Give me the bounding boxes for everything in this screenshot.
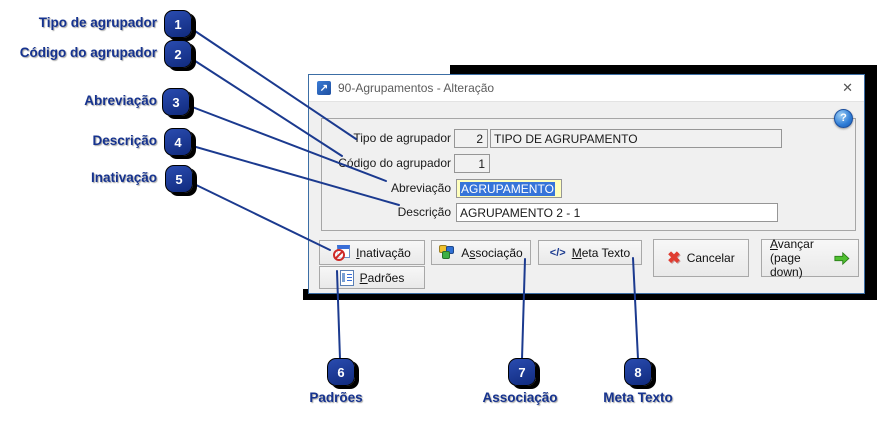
callout-label-associacao: Associação	[482, 390, 558, 405]
cubes-icon	[439, 245, 455, 260]
field-label-tipo-de-agrupador: Tipo de agrupador	[353, 131, 451, 145]
code-icon: </>	[549, 246, 566, 259]
abreviacao-input[interactable]: AGRUPAMENTO	[456, 179, 562, 198]
inativacao-label: Inativação	[356, 245, 411, 260]
title-bar[interactable]: ↗ 90-Agrupamentos - Alteração ✕	[309, 75, 864, 102]
field-label-codigo-do-agrupador: Código do agrupador	[338, 156, 451, 170]
green-arrow-icon	[834, 251, 850, 265]
callout-badge-3: 3	[162, 88, 190, 116]
shadow-top	[450, 65, 877, 75]
callout-badge-4: 4	[164, 128, 192, 156]
associacao-button[interactable]: Associação	[431, 240, 531, 265]
shadow-right	[862, 65, 877, 300]
callout-badge-6: 6	[327, 358, 355, 386]
close-icon[interactable]: ✕	[842, 80, 853, 95]
field-label-abreviacao: Abreviação	[390, 181, 451, 195]
callout-badge-2: 2	[164, 40, 192, 68]
tipo-description-field[interactable]: TIPO DE AGRUPAMENTO	[490, 129, 782, 148]
dialog-agrupamentos-alteracao: ↗ 90-Agrupamentos - Alteração ✕ ? Tipo d…	[308, 74, 865, 294]
callout-badge-1: 1	[164, 10, 192, 38]
padroes-label: Padrões	[359, 270, 405, 285]
meta-texto-button[interactable]: </> Meta Texto	[538, 240, 642, 265]
cancelar-button[interactable]: ✖ Cancelar	[653, 239, 749, 277]
selected-text: AGRUPAMENTO	[460, 182, 555, 196]
padroes-button[interactable]: Padrões	[319, 266, 425, 289]
codigo-field[interactable]: 1	[454, 154, 490, 173]
inativacao-button[interactable]: Inativação	[319, 240, 425, 265]
document-icon	[339, 269, 354, 286]
callout-badge-7: 7	[508, 358, 536, 386]
callout-label-inativacao: Inativação	[90, 170, 157, 185]
avancar-label: Avançar (page down)	[770, 237, 814, 279]
meta-texto-label: Meta Texto	[571, 245, 631, 260]
callout-label-tipo-de-agrupador: Tipo de agrupador	[38, 15, 157, 30]
callout-label-abreviacao: Abreviação	[84, 93, 157, 108]
dialog-title: 90-Agrupamentos - Alteração	[338, 81, 495, 95]
field-label-descricao: Descrição	[397, 205, 451, 219]
callout-label-padroes: Padrões	[309, 390, 363, 405]
shadow-bottom	[303, 289, 877, 300]
callout-label-meta-texto: Meta Texto	[603, 390, 673, 405]
avancar-button[interactable]: Avançar (page down)	[761, 237, 859, 279]
callout-badge-8: 8	[624, 358, 652, 386]
callout-label-descricao: Descrição	[92, 133, 157, 148]
app-icon: ↗	[317, 81, 331, 95]
inactivation-icon	[333, 244, 351, 261]
callout-badge-5: 5	[165, 165, 193, 193]
descricao-input[interactable]: AGRUPAMENTO 2 - 1	[456, 203, 778, 222]
help-icon[interactable]: ?	[834, 109, 853, 128]
associacao-label: Associação	[461, 245, 523, 260]
tipo-code-field[interactable]: 2	[454, 129, 488, 148]
callout-label-codigo-do-agrupador: Código do agrupador	[19, 45, 157, 60]
cancel-x-icon: ✖	[667, 250, 681, 267]
cancelar-label: Cancelar	[686, 251, 735, 265]
